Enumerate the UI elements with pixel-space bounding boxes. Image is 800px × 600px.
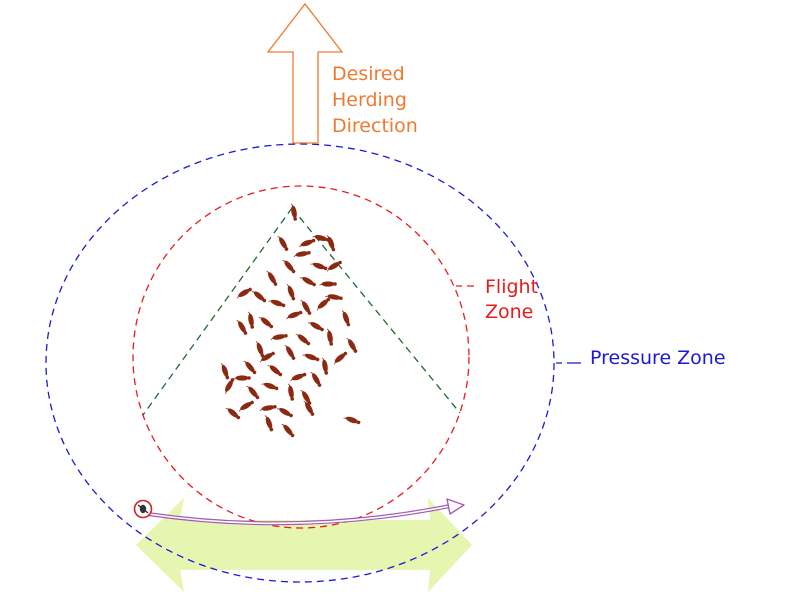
pressure-zone-label: Pressure Zone bbox=[590, 347, 726, 369]
balance-line-left bbox=[142, 207, 293, 416]
cattle-icon bbox=[258, 317, 274, 329]
cattle-icon bbox=[248, 311, 255, 329]
direction-label-line3: Direction bbox=[332, 115, 418, 137]
cattle-icon bbox=[341, 310, 351, 327]
cattle-icon bbox=[327, 328, 334, 346]
cattle-icon bbox=[225, 408, 241, 420]
cattle-icon bbox=[264, 415, 274, 432]
herd bbox=[220, 203, 361, 438]
cattle-icon bbox=[299, 238, 316, 248]
arrow-up-outline-icon bbox=[266, 2, 344, 144]
cattle-icon bbox=[233, 375, 251, 381]
cattle-icon bbox=[322, 357, 329, 375]
cattle-icon bbox=[225, 378, 235, 394]
cattle-icon bbox=[282, 259, 296, 274]
pressure-zone-ellipse bbox=[45, 143, 555, 583]
cattle-icon bbox=[286, 284, 296, 301]
cattle-icon bbox=[302, 353, 320, 362]
cattle-icon bbox=[236, 319, 248, 335]
cattle-icon bbox=[286, 310, 303, 320]
cattle-icon bbox=[281, 423, 295, 438]
cattle-icon bbox=[243, 360, 257, 375]
flight-zone-label-line2: Zone bbox=[485, 301, 533, 323]
cattle-icon bbox=[333, 351, 348, 365]
handler-icon bbox=[133, 499, 153, 519]
cattle-icon bbox=[319, 281, 337, 287]
cattle-icon bbox=[303, 400, 315, 416]
cattle-icon bbox=[326, 260, 342, 272]
cattle-icon bbox=[259, 404, 277, 411]
cattle-icon bbox=[236, 287, 252, 299]
cattle-icon bbox=[291, 203, 298, 221]
cattle-icon bbox=[284, 344, 296, 360]
cattle-icon bbox=[300, 299, 312, 315]
cattle-icon bbox=[268, 299, 286, 308]
cattle-icon bbox=[261, 382, 279, 391]
flight-zone-label-line1: Flight bbox=[485, 276, 538, 298]
cattle-icon bbox=[346, 337, 358, 353]
cattle-icon bbox=[343, 416, 361, 425]
cattle-icon bbox=[220, 363, 230, 380]
cattle-icon bbox=[267, 365, 283, 377]
cattle-icon bbox=[259, 351, 275, 363]
cattle-icon bbox=[246, 385, 260, 400]
cattle-icon bbox=[310, 262, 328, 271]
cattle-icon bbox=[251, 291, 267, 303]
cattle-icon bbox=[277, 235, 289, 251]
cattle-icon bbox=[293, 250, 311, 257]
cattle-icon bbox=[295, 334, 311, 346]
cattle-icon bbox=[325, 294, 343, 301]
flight-zone-circle bbox=[132, 185, 470, 529]
cattle-icon bbox=[326, 235, 336, 252]
cattle-icon bbox=[300, 277, 316, 287]
cattle-icon bbox=[277, 408, 293, 418]
cattle-icon bbox=[266, 270, 278, 286]
curved-arrow-head bbox=[446, 498, 465, 515]
cattle-icon bbox=[310, 371, 322, 387]
cattle-icon bbox=[288, 383, 295, 401]
curved-arrow-inner bbox=[147, 505, 451, 525]
cattle-icon bbox=[270, 333, 288, 340]
cattle-icon bbox=[308, 322, 324, 332]
cattle-icon bbox=[238, 400, 254, 412]
direction-label-line2: Herding bbox=[332, 89, 407, 111]
direction-label-line1: Desired bbox=[332, 63, 405, 85]
cattle-icon bbox=[316, 297, 331, 311]
balance-line-right bbox=[291, 207, 461, 414]
cattle-icon bbox=[290, 372, 307, 382]
cattle-icon bbox=[255, 341, 265, 358]
